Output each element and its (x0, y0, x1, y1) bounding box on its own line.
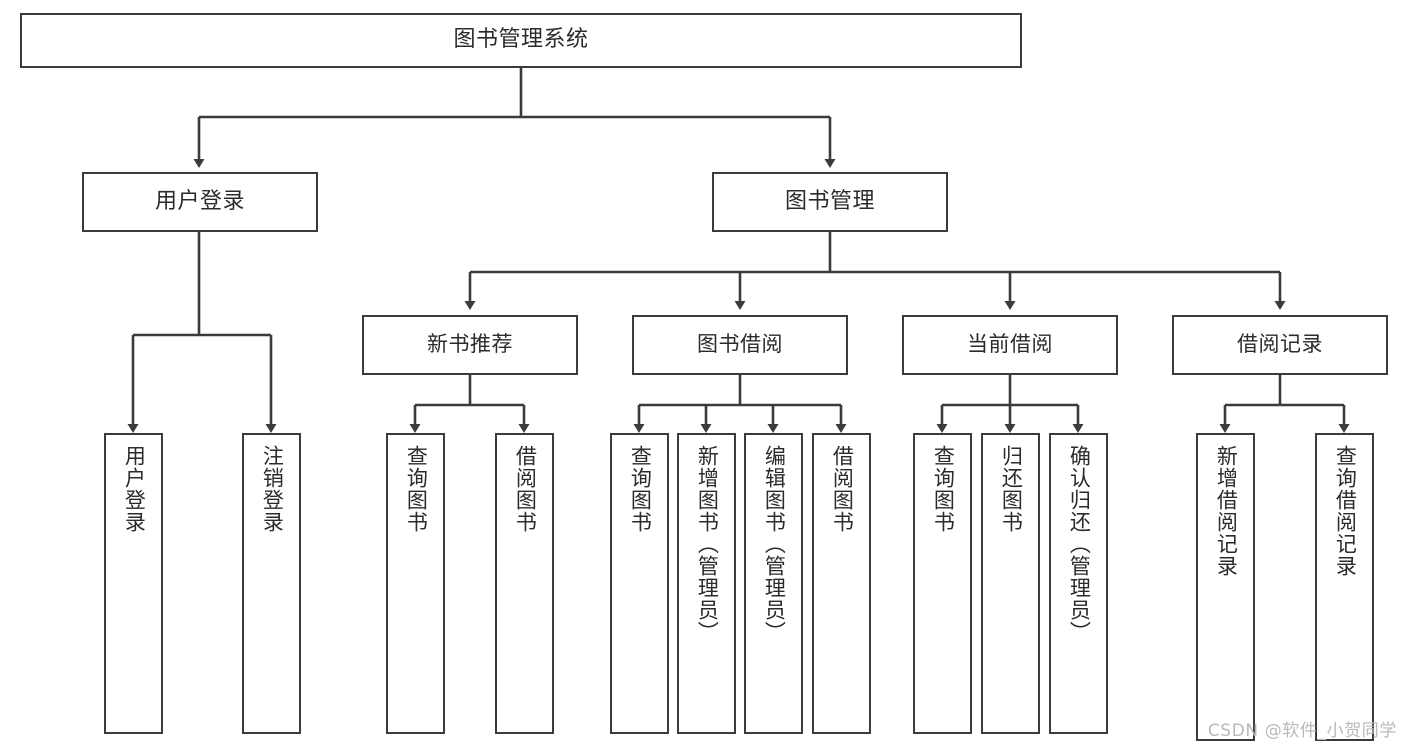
node-book-borrow-label: 图书借阅 (697, 332, 783, 357)
node-new-book-recommend-label: 新书推荐 (427, 332, 513, 357)
node-leaf-add-book[interactable]: 新增图书（管理员） (677, 433, 736, 734)
node-root[interactable]: 图书管理系统 (20, 13, 1022, 68)
node-leaf-user-login[interactable]: 用户登录 (104, 433, 163, 734)
node-leaf-borrow-book-2-label: 借阅图书 (830, 445, 855, 533)
node-leaf-query-book-2[interactable]: 查询图书 (610, 433, 669, 734)
node-leaf-borrow-book-2[interactable]: 借阅图书 (812, 433, 871, 734)
node-leaf-confirm-return[interactable]: 确认归还（管理员） (1049, 433, 1108, 734)
node-leaf-add-record[interactable]: 新增借阅记录 (1196, 433, 1255, 741)
node-leaf-query-book-3-label: 查询图书 (931, 445, 956, 533)
node-current-borrow[interactable]: 当前借阅 (902, 315, 1118, 375)
node-leaf-query-book-3[interactable]: 查询图书 (913, 433, 972, 734)
node-leaf-borrow-book-1[interactable]: 借阅图书 (495, 433, 554, 734)
node-leaf-query-book-2-label: 查询图书 (628, 445, 653, 533)
node-book-borrow[interactable]: 图书借阅 (632, 315, 848, 375)
node-leaf-query-book-1[interactable]: 查询图书 (386, 433, 445, 734)
node-borrow-record-label: 借阅记录 (1237, 332, 1323, 357)
node-new-book-recommend[interactable]: 新书推荐 (362, 315, 578, 375)
node-user-login[interactable]: 用户登录 (82, 172, 318, 232)
watermark-text: CSDN @软件_小贺同学 (1207, 721, 1397, 741)
node-leaf-borrow-book-1-label: 借阅图书 (513, 445, 538, 533)
node-leaf-confirm-return-label: 确认归还（管理员） (1067, 445, 1092, 643)
node-root-label: 图书管理系统 (453, 27, 589, 53)
node-leaf-return-book[interactable]: 归还图书 (981, 433, 1040, 734)
node-book-manage-label: 图书管理 (784, 188, 875, 214)
node-book-manage[interactable]: 图书管理 (712, 172, 948, 232)
node-leaf-edit-book[interactable]: 编辑图书（管理员） (744, 433, 803, 734)
node-current-borrow-label: 当前借阅 (967, 332, 1053, 357)
node-leaf-return-book-label: 归还图书 (999, 445, 1024, 533)
node-leaf-logout-login[interactable]: 注销登录 (242, 433, 301, 734)
node-leaf-user-login-label: 用户登录 (122, 445, 147, 533)
node-leaf-add-record-label: 新增借阅记录 (1214, 445, 1239, 577)
node-leaf-logout-login-label: 注销登录 (260, 445, 285, 533)
node-user-login-label: 用户登录 (154, 188, 245, 214)
node-leaf-query-record[interactable]: 查询借阅记录 (1315, 433, 1374, 741)
node-leaf-query-record-label: 查询借阅记录 (1333, 445, 1358, 577)
node-leaf-query-book-1-label: 查询图书 (404, 445, 429, 533)
node-leaf-add-book-label: 新增图书（管理员） (695, 445, 720, 643)
node-leaf-edit-book-label: 编辑图书（管理员） (762, 445, 787, 643)
node-borrow-record[interactable]: 借阅记录 (1172, 315, 1388, 375)
